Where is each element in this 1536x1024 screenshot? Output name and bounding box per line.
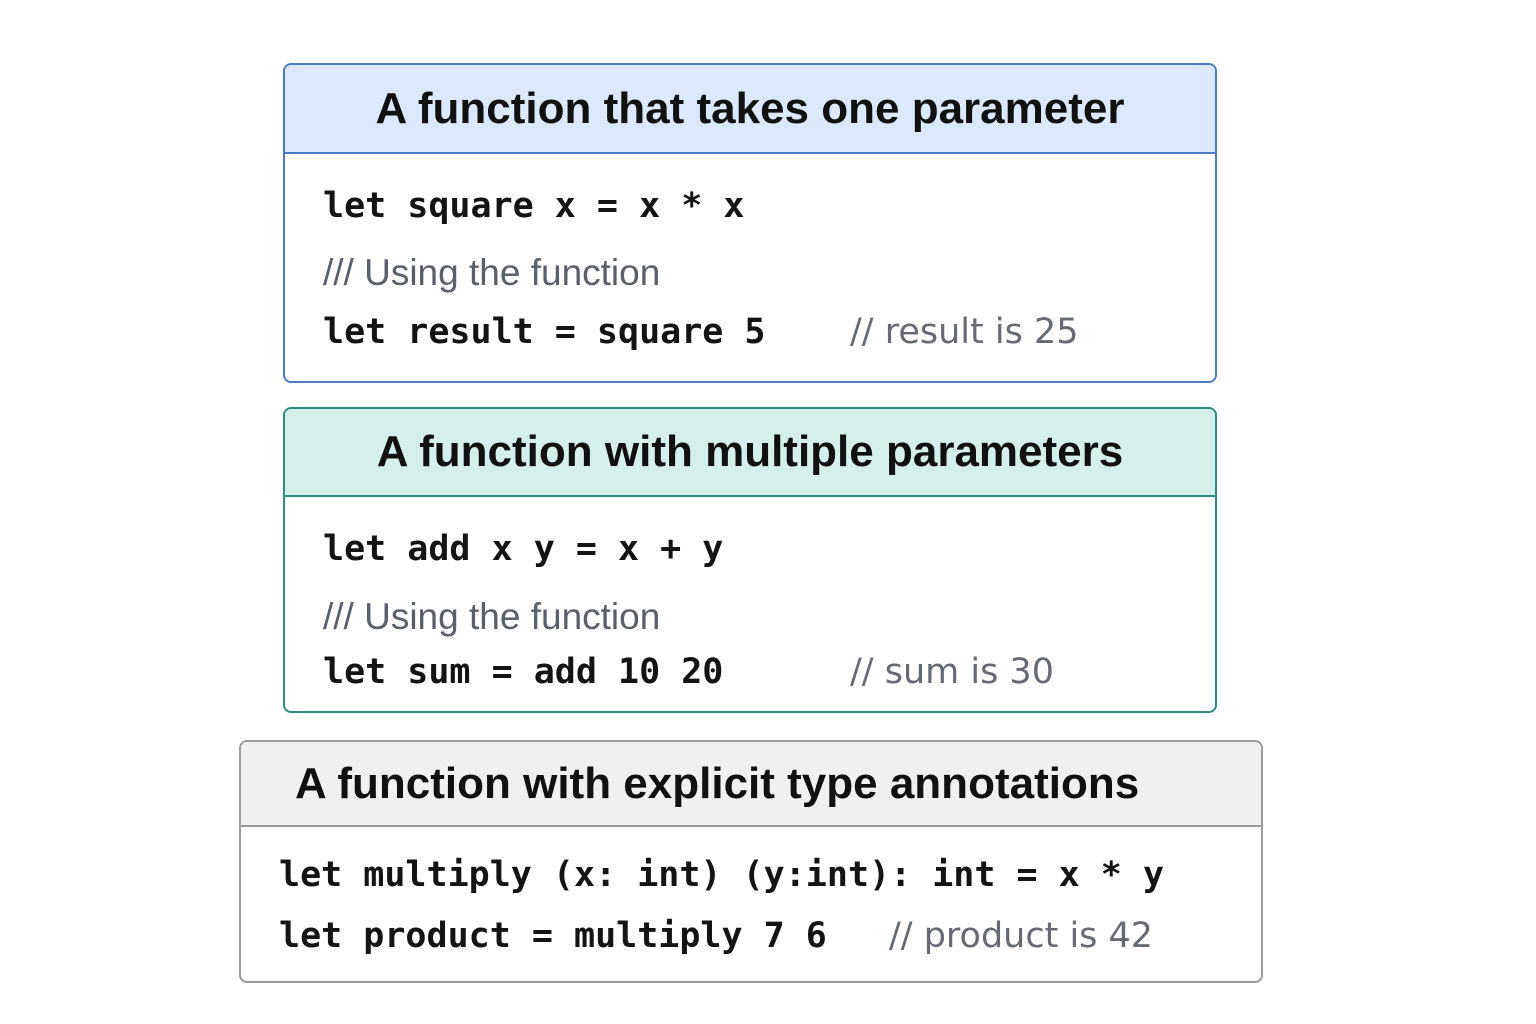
usage-comment: // product is 42 [889, 916, 1154, 956]
usage-comment: // sum is 30 [850, 652, 1054, 692]
code-usage: let sum = add 10 20 [323, 652, 724, 692]
doc-comment: /// Using the function [323, 252, 661, 293]
usage-comment: // result is 25 [850, 312, 1079, 352]
code-definition: let multiply (x: int) (y:int): int = x *… [279, 855, 1165, 895]
card-type-annotations: A function with explicit type annotation… [239, 740, 1263, 983]
card-one-parameter: A function that takes one parameter let … [283, 63, 1217, 383]
code-usage: let product = multiply 7 6 [279, 916, 827, 956]
card-title: A function with multiple parameters [285, 409, 1215, 497]
card-title: A function that takes one parameter [285, 65, 1215, 154]
doc-comment: /// Using the function [323, 596, 661, 637]
code-definition: let square x = x * x [323, 186, 745, 226]
card-multiple-parameters: A function with multiple parameters let … [283, 407, 1217, 713]
code-definition: let add x y = x + y [323, 529, 724, 569]
card-title: A function with explicit type annotation… [241, 742, 1261, 827]
code-usage: let result = square 5 [323, 312, 766, 352]
